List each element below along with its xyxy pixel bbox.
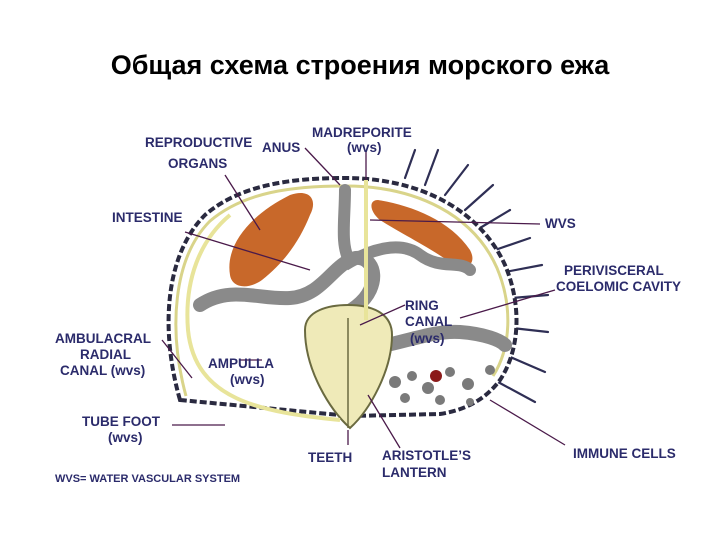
label-ambulacral-line2: RADIAL	[80, 347, 131, 362]
label-intestine: INTESTINE	[112, 210, 183, 225]
label-ampulla-line2: (wvs)	[230, 372, 265, 387]
label-perivisceral-line2: COELOMIC CAVITY	[556, 279, 681, 294]
reproductive-organ-left	[229, 192, 314, 287]
label-reproductive-organs-line2: ORGANS	[168, 156, 227, 171]
page-title: Общая схема строения морского ежа	[110, 50, 610, 80]
label-ambulacral-line3: CANAL (wvs)	[60, 363, 145, 378]
legend-wvs: WVS= WATER VASCULAR SYSTEM	[55, 473, 240, 485]
label-ring-canal-line3: (wvs)	[410, 331, 445, 346]
label-ring-canal-line2: CANAL	[405, 314, 452, 329]
label-tube-foot-line1: TUBE FOOT	[82, 414, 161, 429]
ambulacral-radial-canal	[185, 213, 341, 422]
label-wvs: WVS	[545, 216, 576, 231]
immune-cells	[389, 365, 495, 406]
label-madreporite-line2: (wvs)	[347, 140, 382, 155]
label-teeth: TEETH	[308, 450, 352, 465]
leader-lines	[161, 147, 566, 449]
label-ring-canal-line1: RING	[405, 298, 439, 313]
label-reproductive-organs-line1: REPRODUCTIVE	[145, 135, 252, 150]
label-aristotles-lantern-line2: LANTERN	[382, 465, 447, 480]
intestine-upper-loop	[337, 184, 476, 276]
label-aristotles-lantern-line1: ARISTOTLE’S	[382, 448, 471, 463]
label-immune-cells: IMMUNE CELLS	[573, 446, 676, 461]
label-madreporite-line1: MADREPORITE	[312, 125, 412, 140]
label-ampulla-line1: AMPULLA	[208, 356, 274, 371]
label-perivisceral-line1: PERIVISCERAL	[564, 263, 664, 278]
label-tube-foot-line2: (wvs)	[108, 430, 143, 445]
reproductive-organ-right	[371, 200, 473, 267]
label-ambulacral-line1: AMBULACRAL	[55, 331, 151, 346]
label-anus: ANUS	[262, 140, 300, 155]
